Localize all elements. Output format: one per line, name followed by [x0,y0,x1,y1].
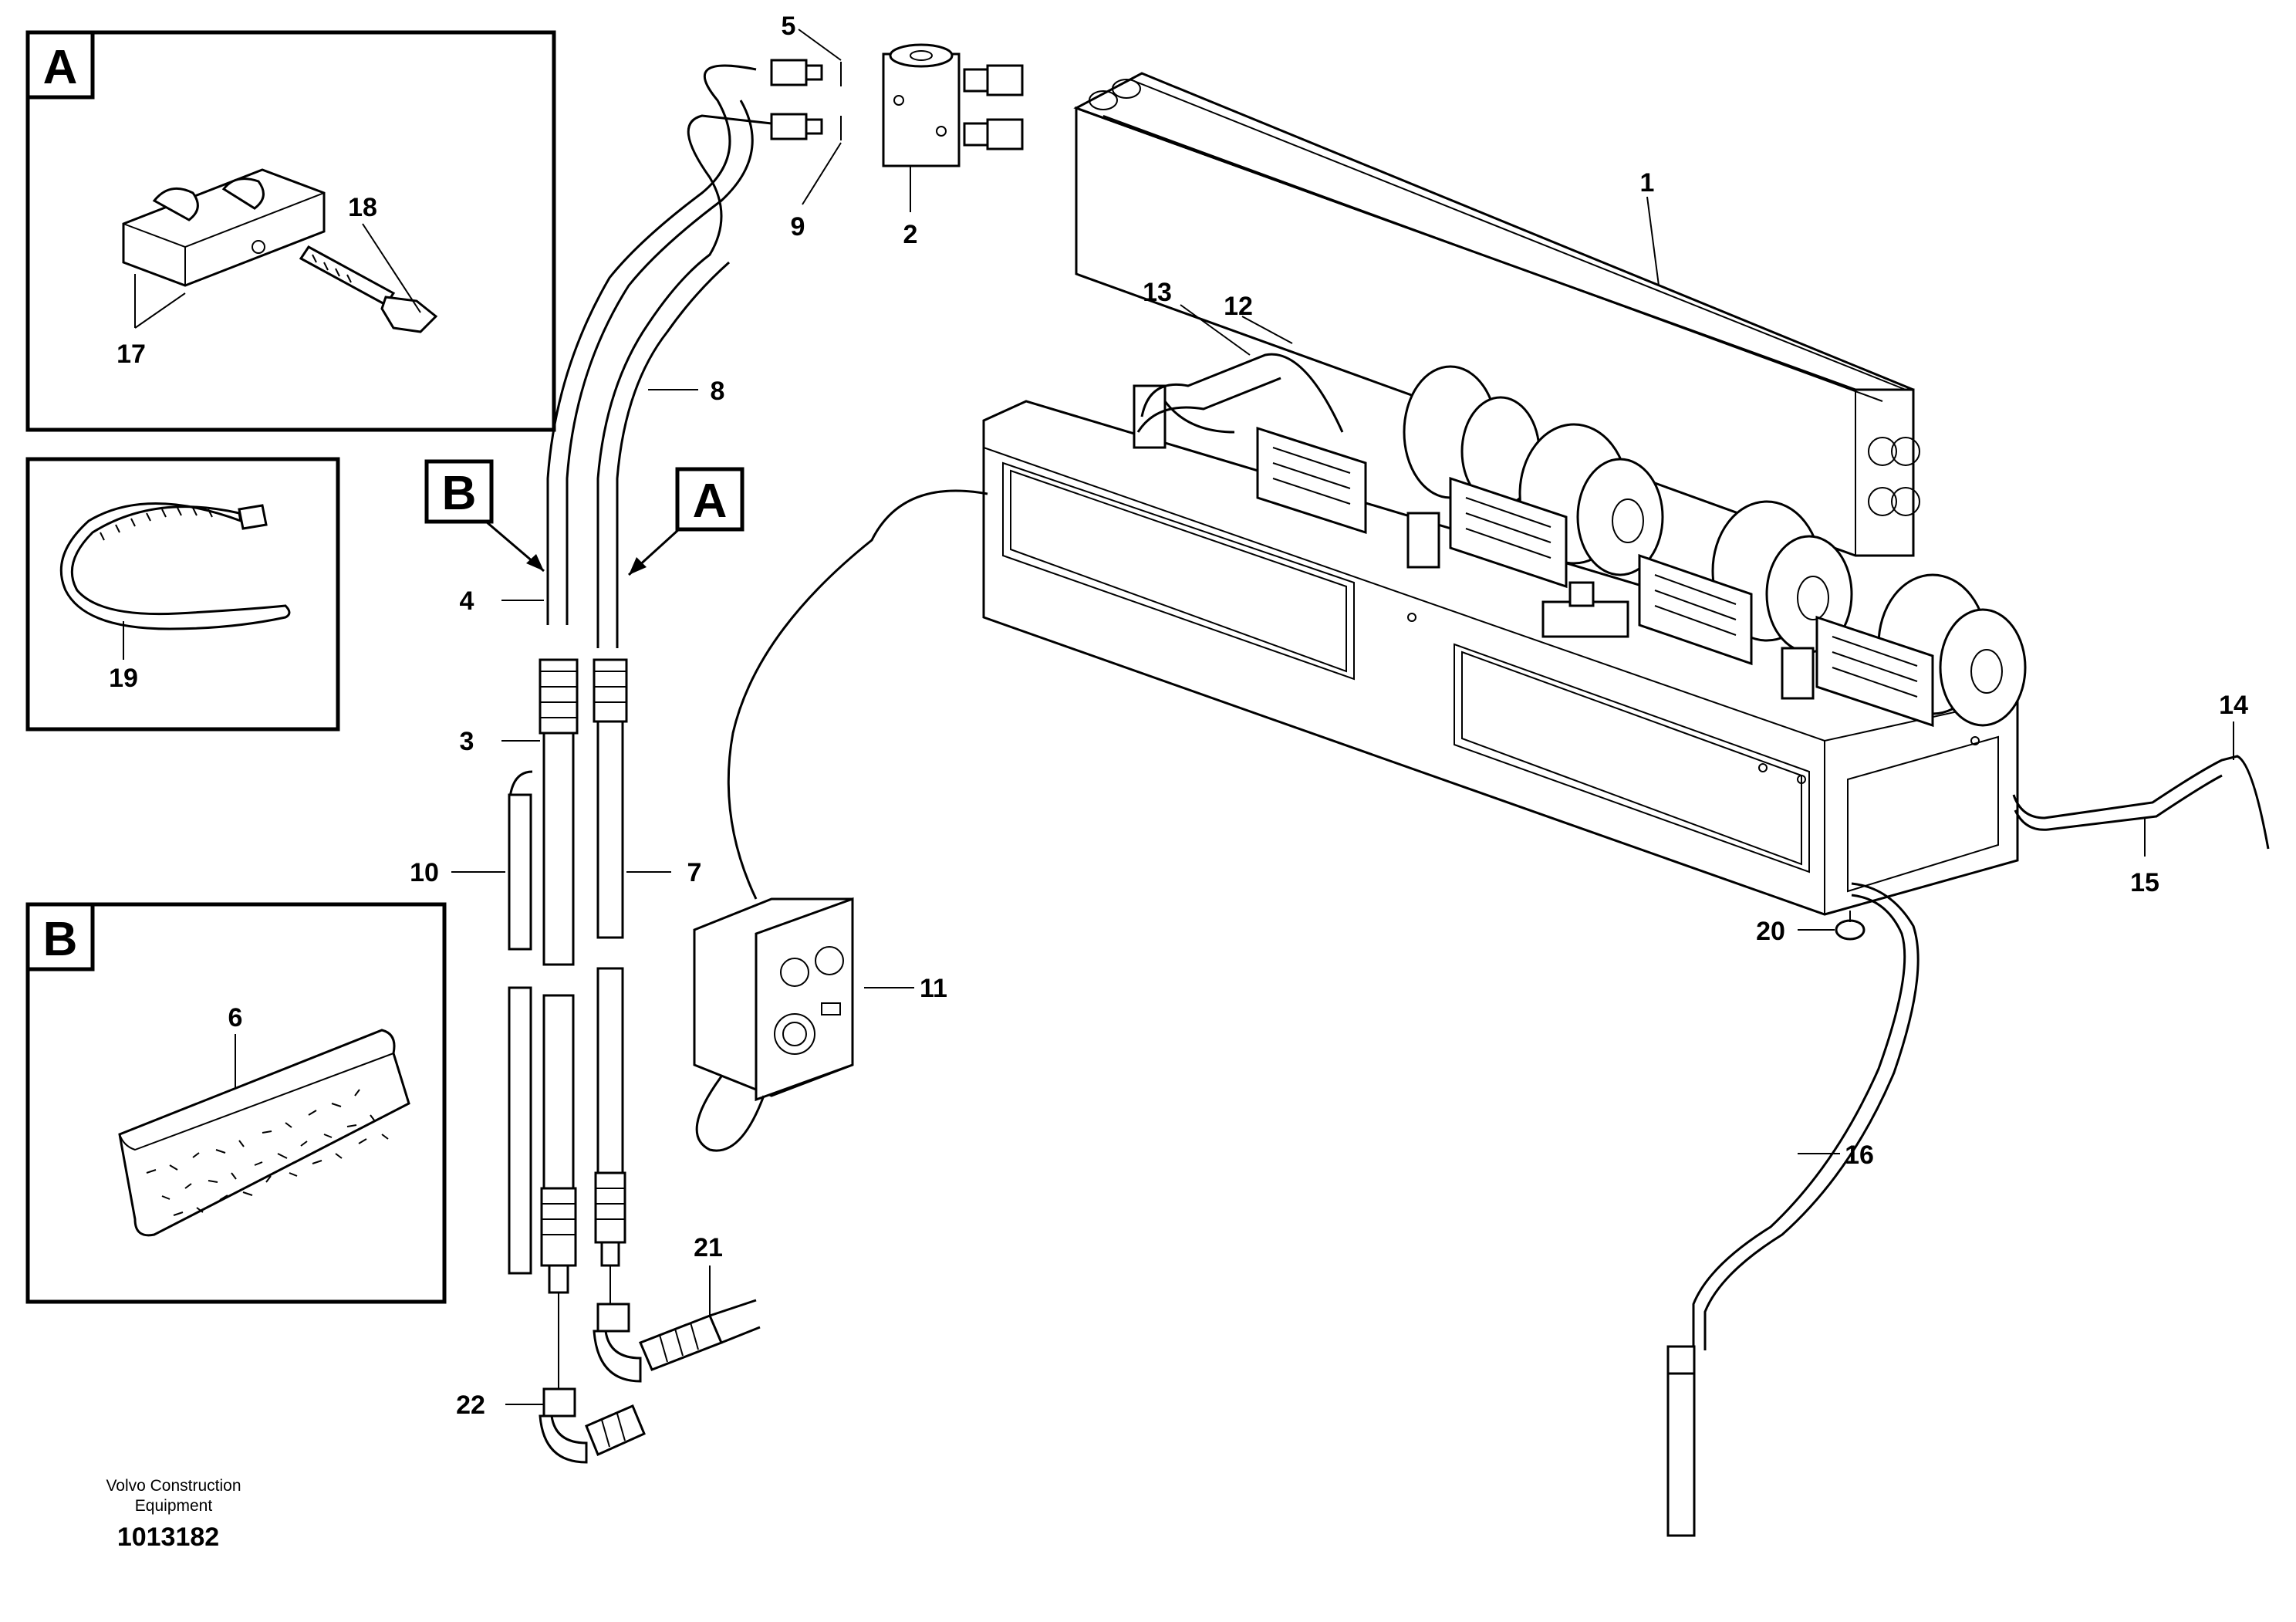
control-panel-box [693,897,854,1102]
leader-13 [1180,304,1251,356]
label-10: 10 [410,858,439,887]
cable-tie [59,502,291,630]
drain-hose-15 [2012,755,2270,850]
evaporator-coil [1073,72,1920,557]
footer-line-2: Equipment [135,1497,213,1515]
label-9: 9 [791,212,805,242]
label-18: 18 [348,193,377,222]
label-16: 16 [1845,1140,1874,1170]
control-cable [695,489,988,1152]
leader-12 [1241,316,1293,344]
detail-box-b-letter: B [43,913,78,966]
label-13: 13 [1143,278,1172,307]
detail-box-cable-tie: 19 [25,457,340,732]
hose-4 [546,64,757,625]
label-21: 21 [694,1233,723,1262]
hose-clamp-block [122,168,326,287]
label-11: 11 [920,974,947,1003]
label-17: 17 [116,340,146,369]
hose-7-coupling [593,658,628,1267]
leader-17 [134,274,186,329]
label-22: 22 [456,1391,485,1420]
label-3: 3 [460,727,474,756]
label-5: 5 [782,12,796,41]
label-4: 4 [460,586,474,616]
foam-sealing-strip [118,1029,410,1237]
hose-3-coupling [539,658,579,1294]
leader-5 [798,29,842,61]
fitting-upper-left [770,59,842,86]
detail-box-b: B 6 [25,902,447,1304]
label-15: 15 [2130,868,2159,897]
footer-line-1: Volvo Construction [106,1477,241,1495]
label-6: 6 [228,1003,243,1032]
drain-hose-16 [1666,882,1920,1537]
callout-a: A [627,467,745,576]
hose-8 [596,114,772,648]
bolt [299,245,438,333]
callout-a-letter: A [693,475,728,528]
label-12: 12 [1224,292,1253,321]
leader-9 [802,142,842,205]
relay-switches [1133,384,1815,700]
hose-10 [508,770,533,1275]
label-14: 14 [2219,691,2248,720]
expansion-valve [882,43,961,167]
label-20: 20 [1756,917,1785,946]
fitting-lower-right [963,118,1024,150]
label-19: 19 [109,664,138,693]
leader-1 [1646,196,1660,286]
elbow-fitting-22 [539,1387,646,1464]
fan-motor-brackets [1256,426,1934,728]
callout-b-letter: B [442,467,477,520]
label-2: 2 [903,220,918,249]
elbow-fitting-21 [593,1299,761,1383]
label-1: 1 [1640,168,1655,198]
blower-housing [982,400,2019,916]
fitting-lower-left [770,113,842,140]
nut-20 [1835,911,1866,941]
label-7: 7 [687,858,702,887]
drawing-number: 1013182 [117,1522,219,1552]
leader-18 [362,223,421,313]
detail-box-a-letter: A [43,41,78,94]
fitting-upper-right [963,64,1024,96]
label-8: 8 [711,377,725,406]
wiring-harness [1136,353,1344,434]
detail-box-a: A 18 17 [25,30,556,432]
callout-b: B [424,459,545,573]
